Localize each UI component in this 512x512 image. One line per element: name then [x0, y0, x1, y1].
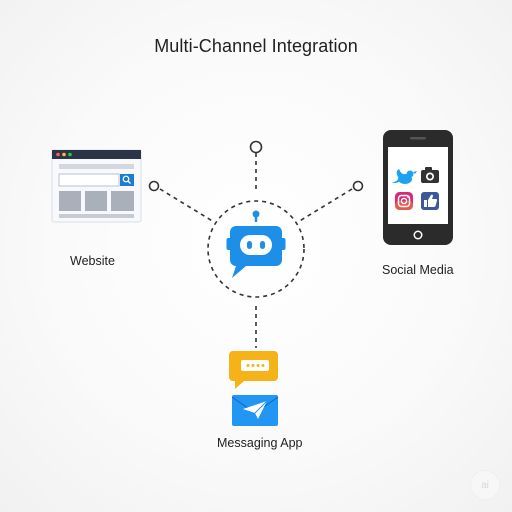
camera-icon — [421, 167, 439, 183]
connector-social — [297, 188, 353, 223]
connector-website — [159, 188, 215, 223]
hub-dashed-ring — [207, 200, 305, 298]
connector-lines — [159, 153, 353, 348]
instagram-icon — [395, 192, 413, 210]
smartphone-icon — [383, 130, 453, 245]
social-media-label: Social Media — [382, 263, 454, 277]
diagram-title: Multi-Channel Integration — [154, 36, 358, 56]
twitter-icon — [392, 169, 417, 184]
endpoint-top — [249, 140, 263, 154]
browser-window-icon — [51, 149, 142, 223]
website-label: Website — [70, 254, 115, 268]
endpoint-social — [352, 180, 364, 192]
facebook-like-icon — [421, 192, 439, 210]
corner-badge: ai — [470, 470, 500, 500]
email-icon — [231, 395, 279, 426]
chatbot-icon — [226, 210, 286, 278]
chat-bubble-icon — [229, 351, 278, 389]
endpoint-website — [148, 180, 160, 192]
messaging-app-label: Messaging App — [217, 436, 303, 450]
